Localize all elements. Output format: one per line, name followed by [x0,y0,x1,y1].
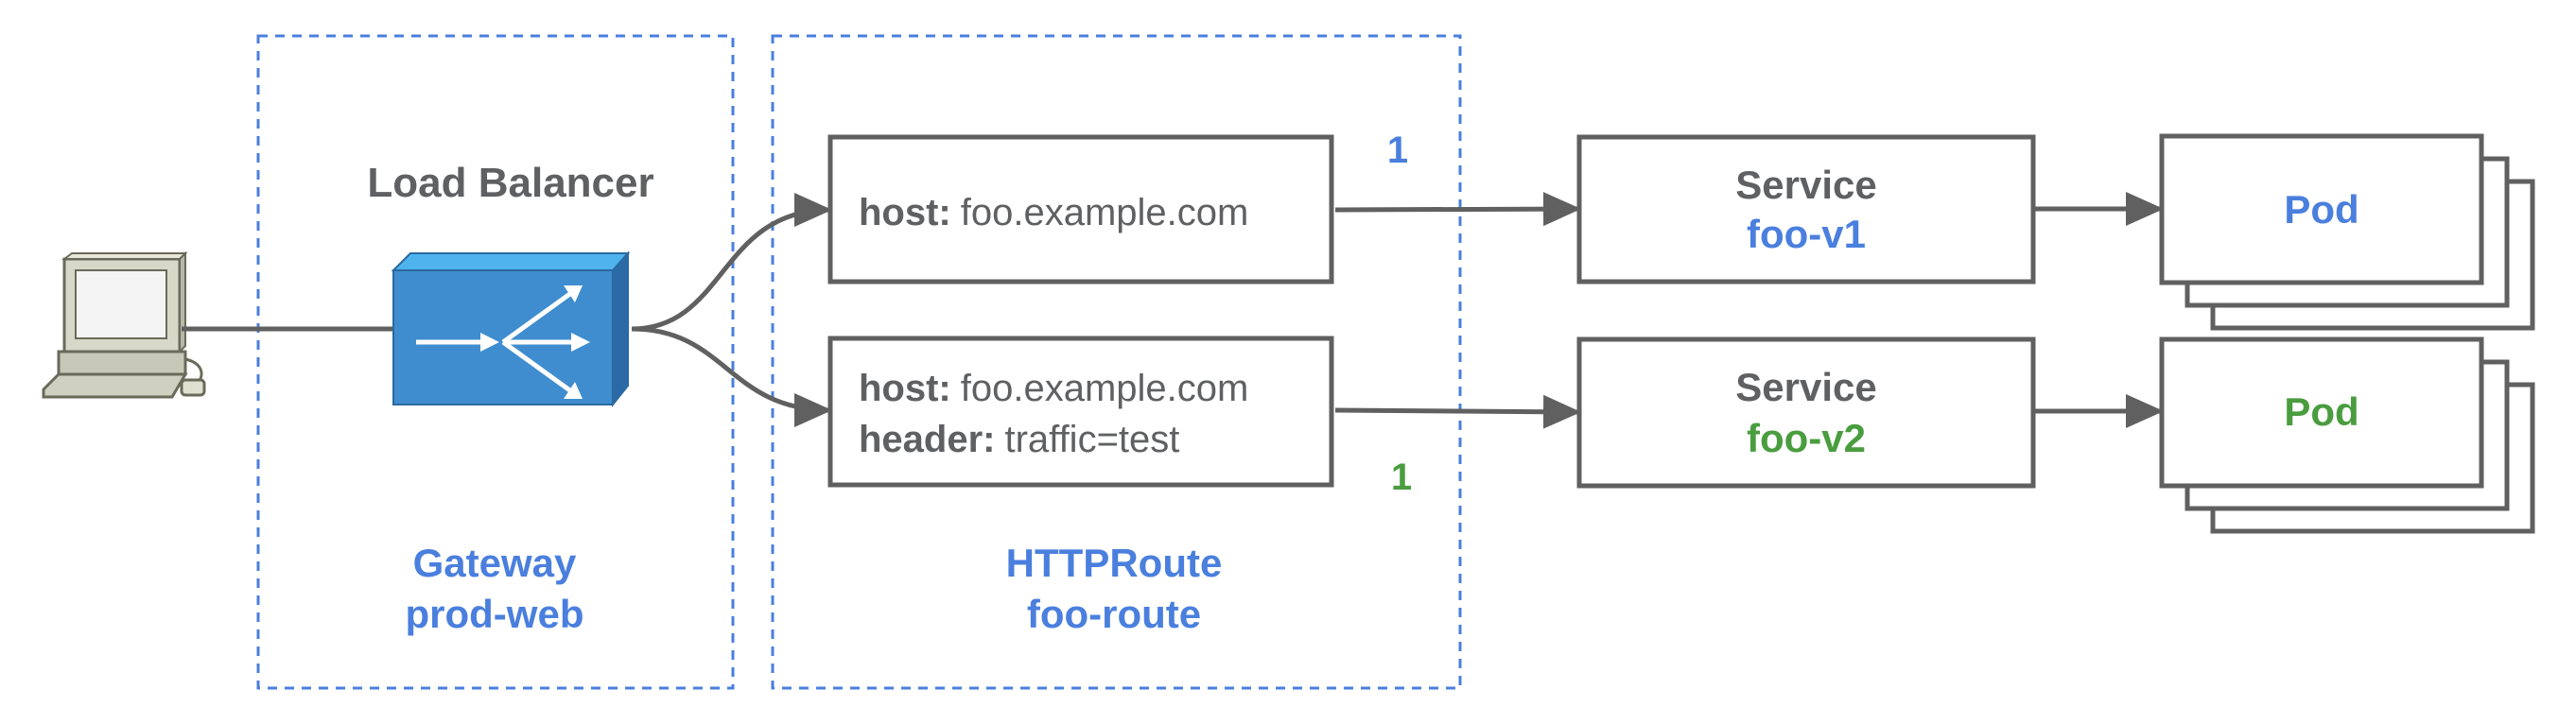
gateway-name-label: prod-web [406,592,584,636]
load-balancer-title: Load Balancer [367,160,653,206]
rule-2-host-key: host: [859,368,951,409]
rule-1-weight: 1 [1387,129,1408,171]
gateway-group-border [256,34,735,690]
desktop-computer-icon [42,250,206,399]
rule-2-weight: 1 [1391,457,1412,498]
rule-1-match-line-1: host:foo.example.com [859,192,1248,233]
httproute-name-label: foo-route [1027,592,1201,636]
httproute-kind-label: HTTPRoute [1006,541,1223,585]
lb-to-rule2-curve [631,326,832,427]
service-2-name: foo-v2 [1747,416,1866,460]
rule-2-header-key: header: [859,419,996,460]
service-1-box [1576,134,2036,284]
rule-2-match-line-2: header:traffic=test [859,419,1179,460]
rule-2-header-value: traffic=test [1005,419,1180,460]
rule2-to-service2-arrow [1334,394,1581,429]
service-2-label: Service [1735,365,1876,409]
rule-1-host-value: foo.example.com [961,192,1249,233]
rule-2-match-line-1: host:foo.example.com [859,368,1248,409]
service-1-label: Service [1735,163,1876,207]
pod-stack-1 [2159,133,2535,331]
pod-1-label: Pod [2284,187,2358,232]
lb-to-rule1-curve [631,193,832,332]
httproute-group-border [771,34,1462,690]
load-balancer-icon [391,250,631,407]
service-2-box [1576,336,2036,489]
route-rule-2-box [827,336,1334,488]
rule1-to-service1-arrow [1334,192,1581,227]
gateway-kind-label: Gateway [413,541,577,585]
pod-stack-2 [2159,336,2535,534]
pod-2-label: Pod [2284,389,2358,434]
rule-1-host-key: host: [859,192,951,233]
route-rule-1-box [827,134,1334,284]
rule-2-host-value: foo.example.com [961,368,1249,409]
service-1-name: foo-v1 [1747,212,1866,256]
